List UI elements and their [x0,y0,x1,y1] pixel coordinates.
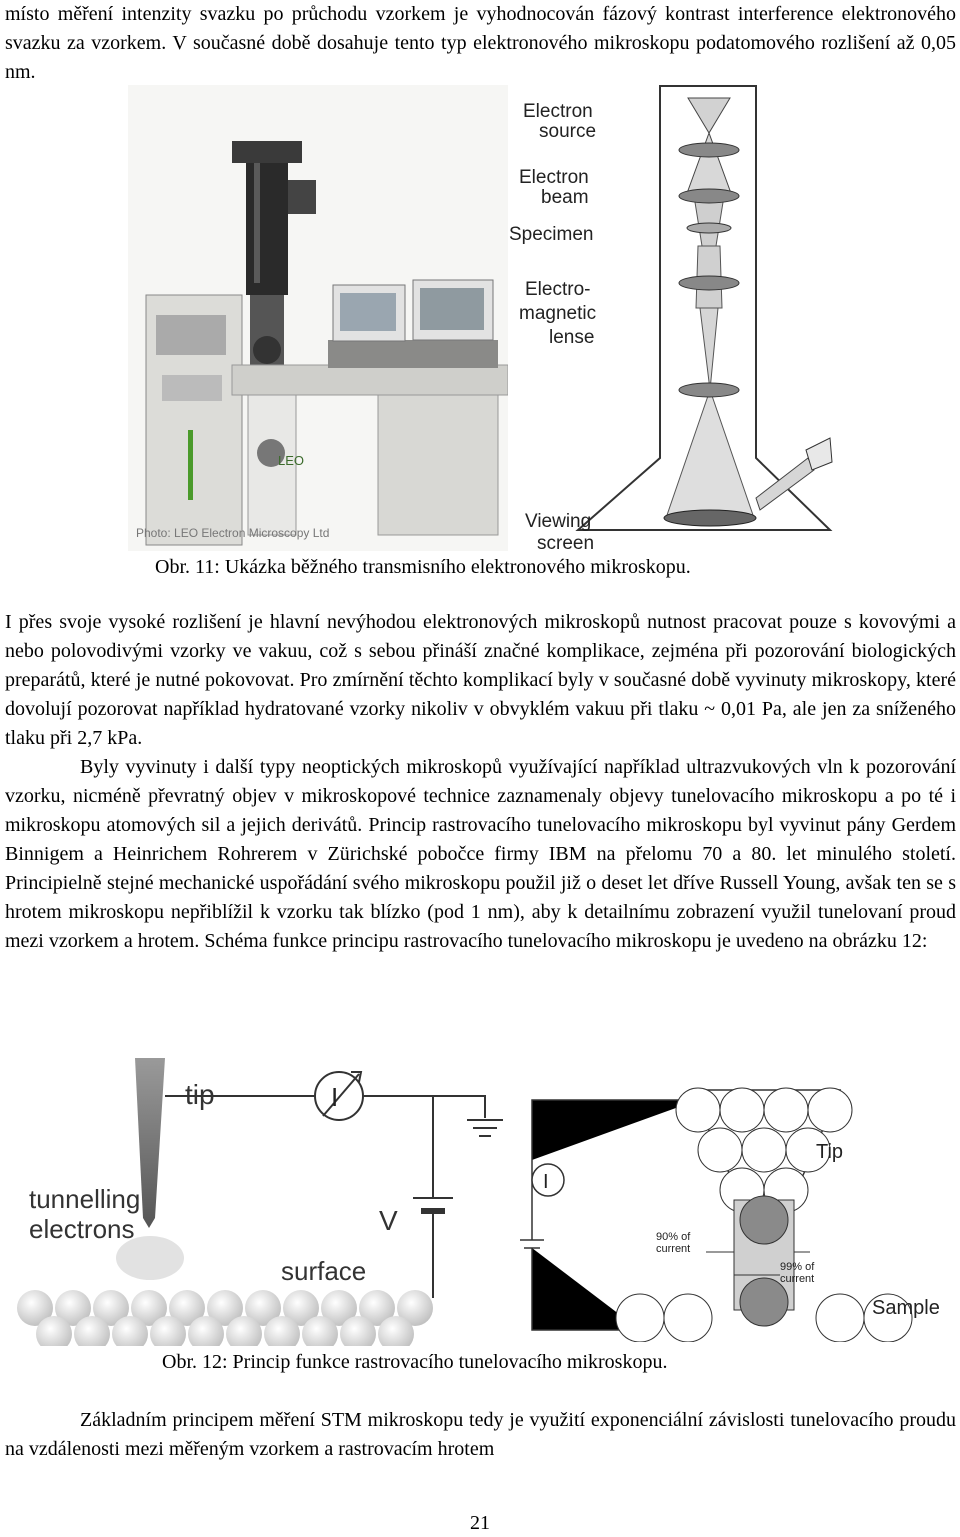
paragraph-1: I přes svoje vysoké rozlišení je hlavní … [5,611,956,749]
svg-text:beam: beam [541,187,589,208]
body-paragraphs: I přes svoje vysoké rozlišení je hlavní … [5,608,956,956]
svg-text:source: source [539,121,596,142]
intro-paragraph: místo měření intenzity svazku po průchod… [5,3,956,83]
svg-text:tunnelling: tunnelling [29,1184,140,1214]
figure11-caption: Obr. 11: Ukázka běžného transmisního ele… [155,556,691,578]
svg-text:Specimen: Specimen [509,224,594,245]
svg-text:tip: tip [185,1079,215,1110]
brand-logo: LEO [278,453,304,468]
figure12-caption: Obr. 12: Princip funkce rastrovacího tun… [162,1351,668,1373]
tem-column-schematic [575,85,833,531]
stm-current-schematic: I 90% of current 99% of current Tip Samp… [520,1087,940,1342]
svg-text:90% of: 90% of [656,1231,691,1243]
photo-credit: Photo: LEO Electron Microscopy Ltd [136,526,329,540]
svg-text:Viewing: Viewing [525,511,591,532]
svg-text:Electron: Electron [519,167,589,188]
svg-text:magnetic: magnetic [519,303,596,324]
svg-text:surface: surface [281,1256,366,1286]
tem-labels: Electron source Electron beam Specimen E… [509,101,596,550]
svg-text:current: current [656,1243,690,1255]
svg-text:V: V [379,1205,398,1236]
svg-text:Sample: Sample [872,1297,940,1319]
svg-text:current: current [780,1273,814,1285]
paragraph-3: Základním principem měření STM mikroskop… [5,1409,956,1460]
svg-text:Tip: Tip [816,1141,843,1163]
svg-text:electrons: electrons [29,1214,135,1244]
svg-text:lense: lense [549,327,594,348]
svg-text:Electron: Electron [523,101,593,122]
paragraph-2: Byly vyvinuty i další typy neoptických m… [5,756,956,952]
svg-text:Electro-: Electro- [525,279,590,300]
stm-tip-schematic: I tip tunnelling electrons V surface [17,1058,503,1346]
paragraph-3-block: Základním principem měření STM mikroskop… [5,1406,956,1464]
svg-text:I: I [331,1082,338,1112]
tem-photo: LEO Photo: LEO Electron Microscopy Ltd [128,85,508,551]
page-number: 21 [470,1512,490,1534]
svg-text:screen: screen [537,533,594,550]
svg-text:I: I [543,1171,549,1193]
svg-text:99% of: 99% of [780,1261,815,1273]
